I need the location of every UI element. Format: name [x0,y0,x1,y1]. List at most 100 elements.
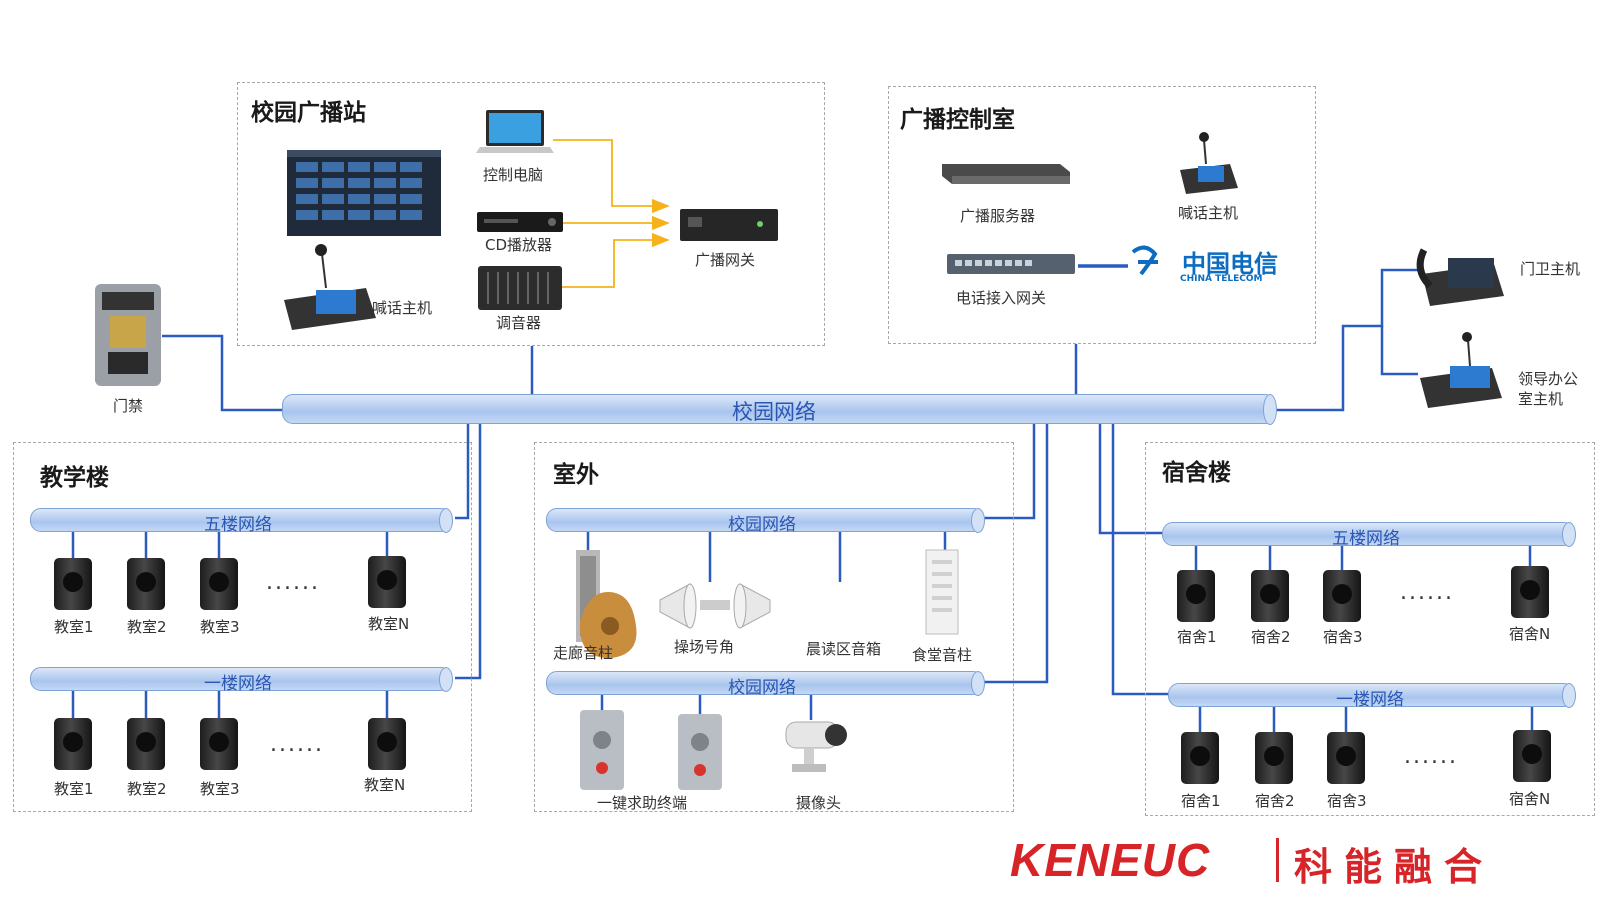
campus-network-label: 校园网络 [732,400,816,424]
outdoor-panel [534,442,1014,812]
wire-outdoor-bottom [982,420,1049,684]
leader-host-line2: 室主机 [1518,390,1564,408]
teaching-f5-ellipsis: ...... [266,570,320,595]
rock-speaker-icon [579,592,637,659]
sos-terminal-icon [580,710,722,790]
outdoor-bus-bottom [546,670,985,696]
wire-dorm-f1 [1111,420,1168,696]
speaker-icon [200,718,238,770]
teaching-floor1-label: 一楼网络 [204,674,272,694]
speaker-icon [54,558,92,610]
teaching-building-panel [13,442,472,812]
wire-leader [1380,326,1418,376]
software-screen-icon [287,150,441,236]
room-label: 教室1 [54,618,94,636]
room-label: 教室3 [200,618,240,636]
wire-dorm-f5 [1098,420,1162,535]
telecom-logo-en: CHINA TELECOM [1180,274,1263,284]
wire-teaching-f5 [455,420,470,520]
outdoor-bus-top-label: 校园网络 [728,515,796,535]
playground-horn-label: 操场号角 [674,638,735,656]
room-label: 教室2 [127,780,167,798]
dorm-room-label: 宿舍3 [1323,628,1363,646]
control-room-title: 广播控制室 [900,107,1015,133]
dormitory-panel [1145,442,1595,816]
mixer-icon [478,266,562,310]
corridor-column-label: 走廊音柱 [553,644,614,662]
outdoor-bus-bottom-label: 校园网络 [728,678,796,698]
station-intercom-label: 喊话主机 [372,299,433,317]
dorm-room-label: 宿舍1 [1181,792,1221,810]
room-intercom-label: 喊话主机 [1178,204,1239,222]
access-control-label: 门禁 [113,397,144,415]
camera-label: 摄像头 [796,794,842,812]
leader-host-line1: 领导办公 [1518,370,1579,388]
cd-player-label: CD播放器 [485,236,553,254]
teaching-building-title: 教学楼 [40,465,109,491]
dormitory-title: 宿舍楼 [1162,460,1231,486]
speaker-icon [1255,732,1293,784]
camera-icon [785,721,847,772]
dorm-room-label: 宿舍2 [1251,628,1291,646]
dorm-room-label: 宿舍3 [1327,792,1367,810]
mixer-label: 调音器 [496,314,542,332]
broadcast-station-title: 校园广播站 [251,100,366,126]
speaker-icon [127,558,165,610]
speaker-icon [1327,732,1365,784]
sos-terminal-label: 一键求助终端 [597,794,688,812]
speaker-icon [368,556,406,608]
canteen-column-icon [925,549,959,635]
dorm-f1-ellipsis: ...... [1404,744,1458,769]
outdoor-title: 室外 [553,462,599,488]
speaker-icon [1177,570,1215,622]
broadcast-gateway-label: 广播网关 [695,251,756,269]
dorm-floor1-bus [1168,682,1576,708]
wire-guard [1275,268,1418,412]
dorm-f5-ellipsis: ...... [1400,580,1454,605]
laptop-icon [476,110,554,153]
brand-logo: KENEUC [1010,834,1211,886]
horn-icon [659,583,771,629]
speaker-icon [54,718,92,770]
dorm-floor1-label: 一楼网络 [1336,690,1404,710]
control-room-panel [888,86,1316,344]
china-telecom-icon [1131,245,1158,276]
dorm-room-label: 宿舍N [1509,790,1551,808]
morning-reading-label: 晨读区音箱 [806,640,882,658]
speaker-icon [127,718,165,770]
dorm-floor5-label: 五楼网络 [1332,529,1400,549]
campus-network-bus [282,393,1277,425]
brand-name: 科能融合 [1294,845,1495,889]
broadcast-server-label: 广播服务器 [960,207,1036,225]
intercom-desk-icon [284,244,376,330]
leader-intercom-icon [1420,332,1502,408]
speaker-icon [1323,570,1361,622]
speaker-icon [1181,732,1219,784]
dorm-room-label: 宿舍2 [1255,792,1295,810]
brand-divider [1276,838,1279,882]
intercom-room-icon [1180,132,1238,194]
room-label: 教室3 [200,780,240,798]
dorm-room-label: 宿舍N [1509,625,1551,643]
gateway-icon [680,209,778,241]
wire-access-control [162,334,282,412]
room-label: 教室N [364,776,406,794]
wire-outdoor-top [982,420,1036,520]
guard-phone-icon [1416,248,1504,306]
speaker-icon [368,718,406,770]
broadcast-station-panel [237,82,825,346]
canteen-column-label: 食堂音柱 [912,646,973,664]
telecom-logo-cn: 中国电信 [1182,250,1278,278]
server-icon [942,164,1070,184]
control-pc-label: 控制电脑 [483,166,544,184]
dorm-floor5-bus [1162,521,1576,547]
speaker-icon [1513,730,1551,782]
teaching-floor5-bus [30,507,453,533]
teaching-floor5-label: 五楼网络 [204,515,272,535]
switch-icon [947,254,1075,274]
teaching-floor1-bus [30,666,453,692]
room-label: 教室2 [127,618,167,636]
wire-teaching-f1 [455,420,482,680]
